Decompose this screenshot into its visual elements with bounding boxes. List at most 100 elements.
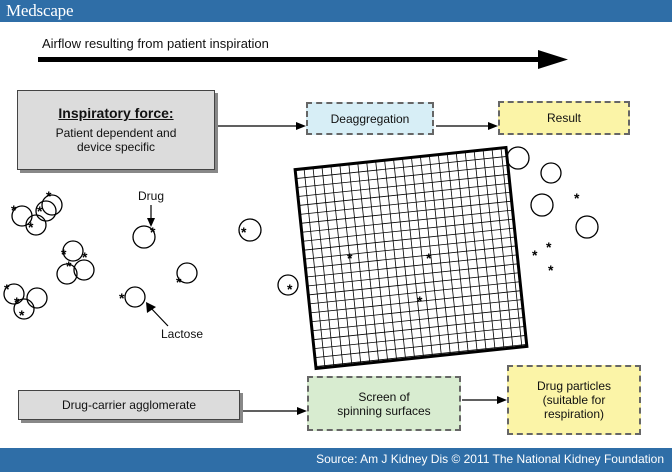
mesh-line [339,164,362,364]
mesh-line [500,147,523,347]
drug-label: Drug [138,189,164,203]
mesh-line [366,162,389,362]
source-citation: Source: Am J Kidney Dis © 2011 The Natio… [316,452,664,466]
inspiratory-force-line2: device specific [76,140,156,154]
drug-markers: * * * * * * * * * * * * * * * * * * * * … [4,188,580,323]
result-box: Result [498,101,630,135]
drug-marker: * [417,293,423,309]
airflow-label: Airflow resulting from patient inspirati… [42,36,269,51]
drug-marker: * [61,246,67,262]
drug-marker: * [287,281,293,297]
mesh-line [296,164,508,188]
drug-marker: * [11,202,17,218]
drug-marker: * [176,274,182,290]
spinning-screen-mesh [293,145,529,371]
diagram-canvas: Airflow resulting from patient inspirati… [3,36,599,415]
mesh-line [315,343,527,367]
mesh-line [314,335,526,358]
drug-particles-line3: respiration) [543,407,605,421]
lactose-label: Lactose [161,327,203,341]
mesh-line [473,150,496,350]
header-bar: Medscape [0,0,672,22]
mesh-line [296,156,507,179]
mesh-line [420,156,442,356]
mesh-line [491,148,514,348]
drug-particles-line2: (suitable for [542,393,606,407]
mesh-line [312,317,524,341]
result-label: Result [546,111,581,125]
deaggregation-label: Deaggregation [330,111,410,126]
mesh-line [437,154,460,354]
mesh-line [309,281,521,305]
mesh-line [311,299,523,323]
mesh-line [303,227,515,251]
drug-marker: * [66,258,72,274]
drug-pointer [147,205,155,227]
mesh-drug-markers: * * * [347,250,432,309]
mesh-line [428,155,451,355]
mesh-line [455,152,478,352]
drug-marker: * [46,188,52,204]
inspiratory-force-title: Inspiratory force: [58,105,174,121]
drug-marker: * [4,281,10,297]
drug-marker: * [532,247,538,263]
mesh-line [482,149,505,349]
mesh-line [303,168,326,368]
mesh-line [312,308,523,332]
lactose-pointer [146,302,169,327]
mesh-line [411,157,433,357]
mesh-line [375,161,397,361]
drug-marker: * [28,219,34,235]
drug-marker: * [241,224,247,240]
mesh-line [308,272,520,296]
result-particles [506,146,599,239]
mesh-line [301,209,513,233]
mesh-line [302,218,514,242]
mesh-line [299,191,511,215]
mesh-line [402,158,424,358]
drug-marker: * [548,262,554,278]
mesh-line [307,263,519,287]
mesh-line [357,163,380,362]
drug-marker: * [14,294,20,310]
mesh-line [348,163,371,363]
drug-marker: * [119,290,125,306]
mesh-line [300,200,512,224]
mesh-line [298,182,510,206]
mesh-line [304,236,516,260]
screen-box: Screen of spinning surfaces [307,376,461,431]
mesh-line [306,254,518,278]
drug-particles-line1: Drug particles [536,379,612,393]
mesh-line [305,245,517,269]
inspiratory-force-line1: Patient dependent and [55,126,177,140]
mesh-line [313,326,525,350]
inspiratory-force-box: Inspiratory force: Patient dependent and… [17,90,215,170]
mesh-line [312,167,335,367]
mesh-line [393,159,415,359]
deaggregation-box: Deaggregation [306,102,434,135]
drug-marker: * [19,307,25,323]
mesh-line [384,160,406,360]
drug-marker: * [82,249,88,265]
mesh-line [310,290,522,314]
footer-bar: Source: Am J Kidney Dis © 2011 The Natio… [0,448,672,472]
mesh-line [297,173,509,197]
drug-marker: * [347,250,353,266]
screen-line1: Screen of [358,389,410,404]
drug-marker: * [426,250,432,266]
drug-marker: * [150,224,156,240]
drug-marker: * [37,203,43,219]
drug-marker: * [546,239,552,255]
agglomerate-particles [3,194,299,320]
drug-marker: * [574,190,580,206]
connector-arrows [216,122,507,415]
medscape-logo: Medscape [6,1,74,20]
airflow-arrow [38,50,568,69]
screen-line2: spinning surfaces [337,403,431,418]
mesh-line [330,165,353,365]
agglomerate-label: Drug-carrier agglomerate [61,398,197,412]
drug-particles-box: Drug particles (suitable for respiration… [507,365,641,435]
mesh-line [464,151,487,351]
mesh-line [446,153,469,353]
